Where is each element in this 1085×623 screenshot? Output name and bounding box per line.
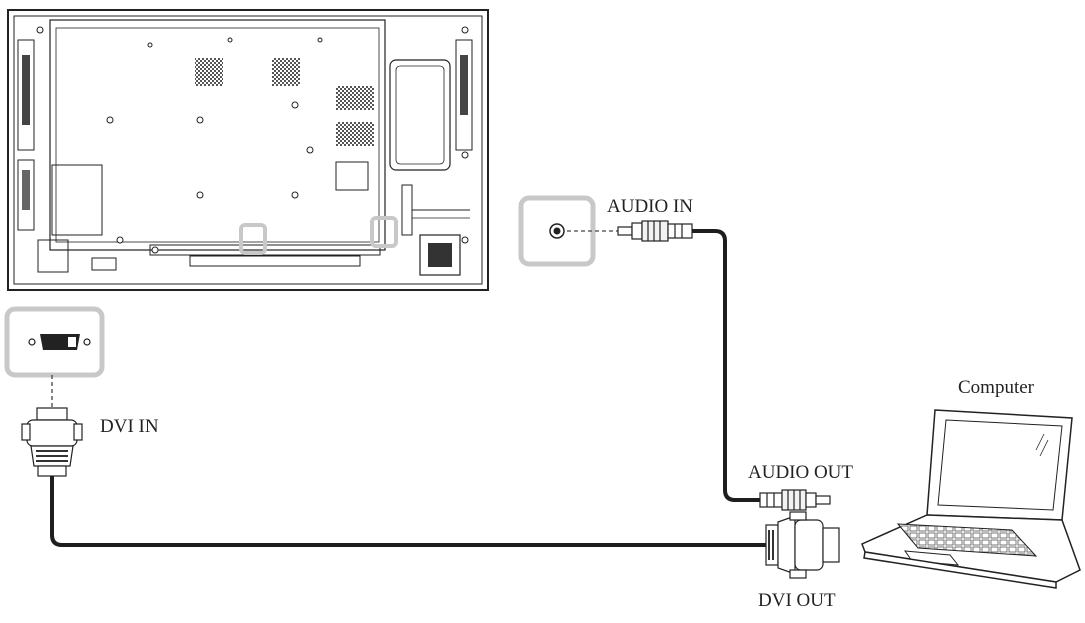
audio-out-label: AUDIO OUT [748,462,853,483]
audio-in-plug [617,220,693,242]
audio-in-label: AUDIO IN [607,196,693,217]
display-audio-port-highlight [370,216,398,248]
display-dvi-port-highlight [239,223,267,255]
computer-label: Computer [958,377,1035,398]
dvi-out-label: DVI OUT [758,590,836,611]
dvi-in-port-callout [4,306,105,378]
dvi-cable [50,476,770,547]
audio-cable [692,229,760,502]
display-rear-panel [7,9,489,291]
laptop-illustration [861,409,1081,589]
audio-in-port-callout [518,195,596,267]
dvi-out-connector [765,511,840,579]
audio-out-plug [759,489,831,511]
dvi-in-connector [21,407,83,477]
dvi-in-label: DVI IN [100,416,159,437]
